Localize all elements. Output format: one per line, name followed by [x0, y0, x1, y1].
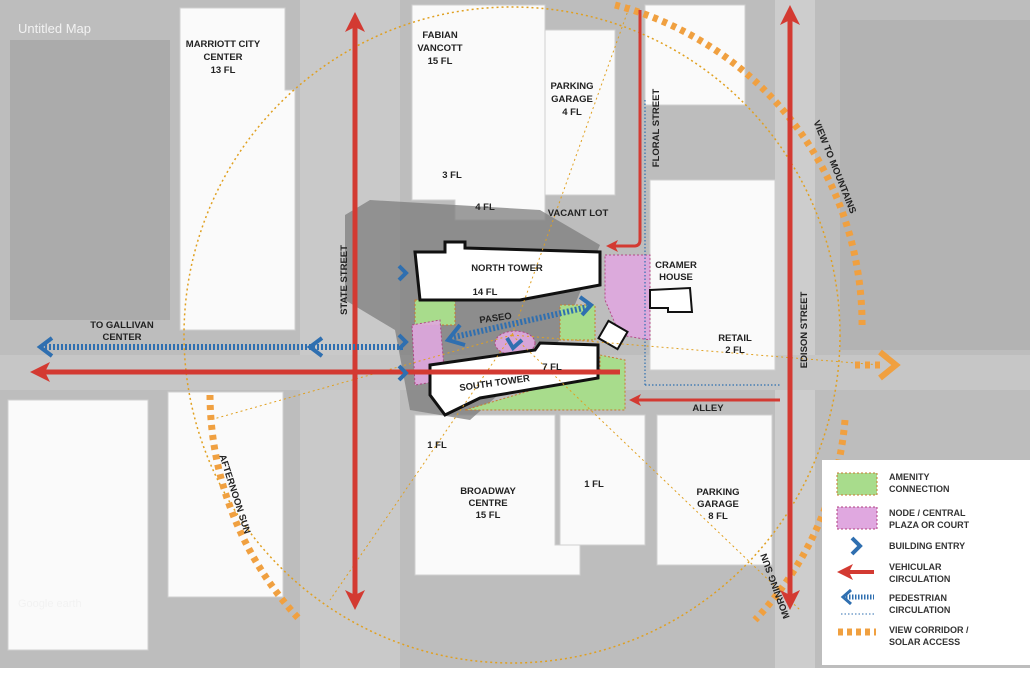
- building-1fl: [559, 414, 646, 546]
- label-state-street: STATE STREET: [339, 245, 350, 315]
- label-retail-2: 2 FL: [725, 345, 745, 356]
- label-parking-n-3: 4 FL: [562, 107, 582, 118]
- mid-ped-arrowhead: [306, 336, 324, 358]
- label-marriott-2: CENTER: [203, 52, 242, 63]
- label-parking-n-2: GARAGE: [551, 94, 593, 105]
- amenity-swatch-icon: [836, 472, 878, 496]
- label-vacant-lot: VACANT LOT: [548, 208, 609, 219]
- label-north-tower: NORTH TOWER: [471, 263, 543, 274]
- label-retail-1: RETAIL: [718, 333, 752, 344]
- north-tower: [413, 240, 602, 302]
- label-fabian-3: 15 FL: [428, 56, 453, 67]
- label-fabian-2: VANCOTT: [417, 43, 462, 54]
- legend-amenity-1: AMENITY: [889, 472, 930, 482]
- view-corridors: [206, 1, 885, 623]
- legend-pedestrian-2: CIRCULATION: [889, 605, 950, 615]
- label-parking-n-1: PARKING: [550, 81, 593, 92]
- pedestrian-circulation: [36, 100, 780, 386]
- pavilion: [597, 319, 629, 351]
- legend-amenity-2: CONNECTION: [889, 484, 950, 494]
- label-1fl-b: 1 FL: [584, 479, 604, 490]
- building-entries: [397, 264, 594, 382]
- label-parking-s-2: GARAGE: [697, 499, 739, 510]
- vehicular-circulation: [30, 4, 800, 610]
- legend-vehicular-1: VEHICULAR: [889, 562, 942, 572]
- block-texture-right: [840, 20, 1030, 350]
- block-texture-left: [10, 40, 170, 320]
- amenity-west: [414, 299, 456, 326]
- legend-node-2: PLAZA OR COURT: [889, 520, 970, 530]
- solar-morning: [752, 419, 849, 623]
- entry-chevron-icon: [397, 364, 409, 382]
- legend-node-1: NODE / CENTRAL: [889, 508, 966, 518]
- legend: AMENITY CONNECTION NODE / CENTRAL PLAZA …: [822, 460, 1032, 665]
- entry-chevron-icon: [397, 264, 409, 282]
- building-entry-chevron-icon: [850, 536, 863, 556]
- label-1fl-a: 1 FL: [427, 440, 447, 451]
- paseo-ped-arrowhead: [444, 323, 466, 347]
- watermark: Google earth: [18, 598, 82, 610]
- entry-chevron-icon: [578, 295, 594, 317]
- gallivan-ped-arrowhead: [36, 336, 54, 358]
- label-south-tower-fl: 7 FL: [542, 362, 562, 373]
- building-marriott: [179, 7, 296, 331]
- label-broadway-3: 15 FL: [476, 510, 501, 521]
- cramer-house: [649, 286, 694, 313]
- label-parking-s-1: PARKING: [696, 487, 739, 498]
- label-edison-street: EDISON STREET: [799, 292, 810, 369]
- label-floral-street: FLORAL STREET: [651, 89, 662, 168]
- label-marriott-3: 13 FL: [211, 65, 236, 76]
- floral-street-arrow: [606, 10, 642, 252]
- entry-chevron-icon: [397, 333, 409, 351]
- view-corridor-mountains: [614, 1, 866, 331]
- pedestrian-arrow-icon: [840, 588, 874, 615]
- map-title: Untitled Map: [18, 21, 91, 36]
- solar-afternoon: [206, 394, 303, 623]
- site-radius-circle: [183, 6, 841, 664]
- label-parking-s-3: 8 FL: [708, 511, 728, 522]
- label-3fl: 3 FL: [442, 170, 462, 181]
- label-4fl: 4 FL: [475, 202, 495, 213]
- buildings: [7, 4, 776, 651]
- label-gallivan-1: TO GALLIVAN: [90, 320, 154, 331]
- amenity-paseo-east: [559, 304, 596, 341]
- entry-chevron-icon: [505, 336, 524, 352]
- legend-view-2: SOLAR ACCESS: [889, 637, 960, 647]
- legend-vehicular-2: CIRCULATION: [889, 574, 950, 584]
- label-marriott-1: MARRIOTT CITY: [186, 39, 261, 50]
- label-paseo: PASEO: [479, 311, 513, 326]
- label-gallivan-2: CENTER: [102, 332, 141, 343]
- node-swatch-icon: [836, 506, 878, 530]
- amenity-areas: [414, 299, 626, 411]
- street-state: [300, 0, 400, 668]
- node-east: [604, 254, 651, 341]
- label-fabian-1: FABIAN: [422, 30, 458, 41]
- building-parking-north: [544, 29, 616, 196]
- legend-pedestrian-1: PEDESTRIAN: [889, 593, 947, 603]
- label-cramer-2: HOUSE: [659, 272, 693, 283]
- legend-entry: BUILDING ENTRY: [889, 541, 965, 551]
- paseo-ped-path: [449, 304, 589, 341]
- label-broadway-2: CENTRE: [468, 498, 507, 509]
- label-alley: ALLEY: [692, 403, 724, 414]
- building-parking-south: [656, 414, 773, 566]
- view-corridor-east-arrowhead: [878, 349, 901, 381]
- label-broadway-1: BROADWAY: [460, 486, 516, 497]
- legend-view-1: VIEW CORRIDOR /: [889, 625, 969, 635]
- south-tower: [428, 341, 600, 417]
- label-north-tower-fl: 14 FL: [473, 287, 498, 298]
- label-cramer-1: CRAMER: [655, 260, 697, 271]
- building-left-bottom: [7, 399, 149, 651]
- node-areas: [411, 254, 651, 386]
